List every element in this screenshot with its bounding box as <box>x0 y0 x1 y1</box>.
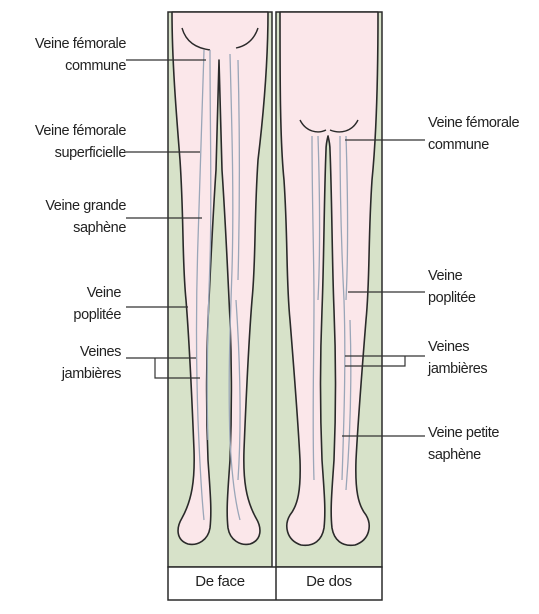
label-line: Veine grande <box>45 195 126 217</box>
label-line: Veine <box>73 282 121 304</box>
label-line: saphène <box>428 444 499 466</box>
label-line: Veine fémorale <box>35 120 126 142</box>
label-poplitee-face: Veine poplitée <box>73 282 121 326</box>
label-femorale-commune-dos: Veine fémorale commune <box>428 112 519 156</box>
label-line: Veines <box>428 336 487 358</box>
label-line: commune <box>428 134 519 156</box>
caption-front: De face <box>170 573 270 590</box>
label-line: poplitée <box>428 287 476 309</box>
label-line: Veine fémorale <box>35 33 126 55</box>
label-grande-saphene: Veine grande saphène <box>45 195 126 239</box>
label-femorale-superficielle: Veine fémorale superficielle <box>35 120 126 164</box>
label-line: superficielle <box>35 142 126 164</box>
label-femorale-commune-face: Veine fémorale commune <box>35 33 126 77</box>
label-line: saphène <box>45 217 126 239</box>
label-line: poplitée <box>73 304 121 326</box>
label-jambieres-dos: Veines jambières <box>428 336 487 380</box>
label-jambieres-face: Veines jambières <box>62 341 121 385</box>
label-line: jambières <box>428 358 487 380</box>
label-line: Veine fémorale <box>428 112 519 134</box>
caption-back: De dos <box>279 573 379 590</box>
label-poplitee-dos: Veine poplitée <box>428 265 476 309</box>
label-line: jambières <box>62 363 121 385</box>
label-line: Veines <box>62 341 121 363</box>
label-line: commune <box>35 55 126 77</box>
label-line: Veine petite <box>428 422 499 444</box>
label-petite-saphene: Veine petite saphène <box>428 422 499 466</box>
label-line: Veine <box>428 265 476 287</box>
